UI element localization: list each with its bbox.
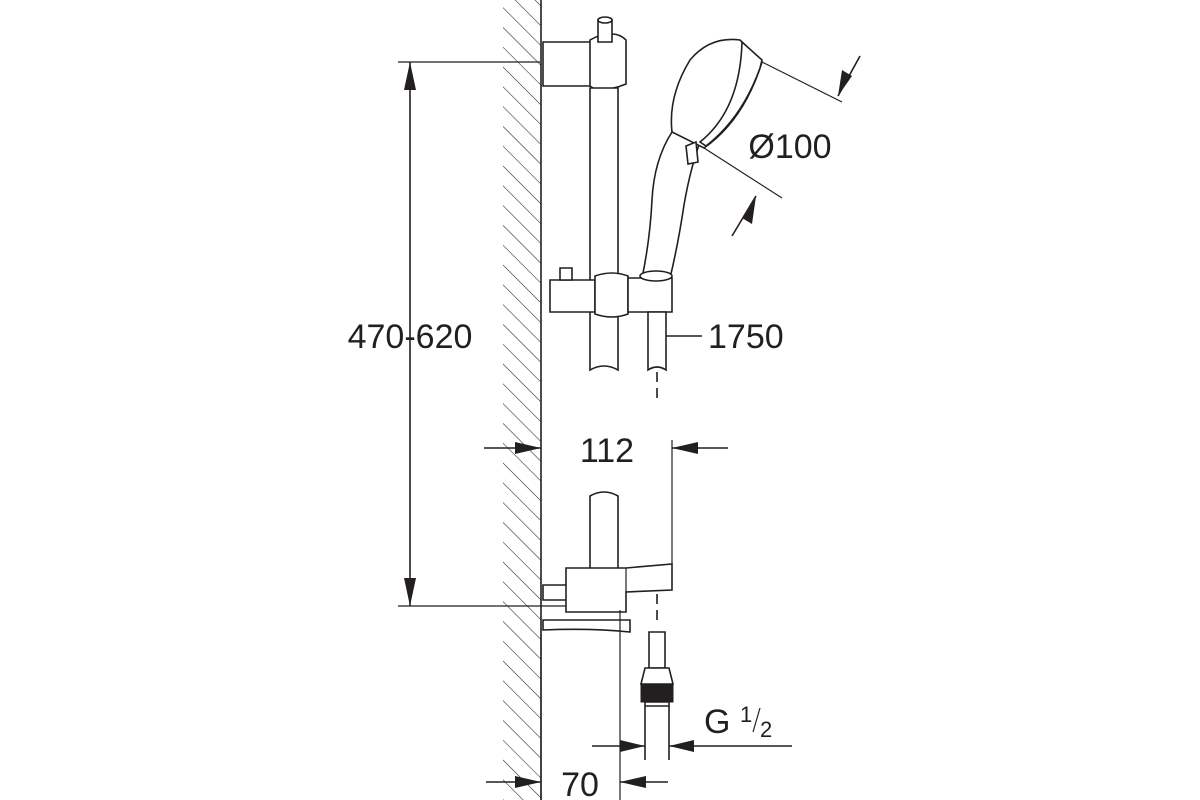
hose-connector-nut	[639, 667, 675, 685]
slider-holder	[549, 267, 673, 318]
slider-clamp	[594, 272, 629, 318]
top-bracket-plate	[542, 41, 597, 87]
bar-height-label: 470-620	[348, 318, 473, 356]
rail-upper-segment	[589, 87, 619, 372]
dimension-rail-projection: 112	[484, 432, 728, 564]
rail-projection-label: 112	[580, 432, 634, 470]
dimension-bar-height: 470-620	[348, 61, 566, 607]
hand-shower-spray-face	[698, 40, 763, 147]
hose-upper-segment	[647, 311, 667, 372]
hose	[639, 311, 675, 760]
top-bracket-stud-cap	[597, 16, 613, 24]
thread-denominator-label: 2	[760, 717, 772, 742]
thread-numerator-label: 1	[740, 702, 752, 727]
hose-knurled-nut	[640, 683, 674, 703]
dimension-hose-length: 1750	[666, 318, 784, 356]
hose-length-label: 1750	[708, 318, 784, 356]
slider-body-left	[549, 279, 596, 313]
hand-shower-handle-end	[639, 270, 673, 282]
slider-holder-head	[627, 277, 673, 313]
bottom-bracket-base	[542, 619, 631, 633]
wall-hatching	[503, 0, 541, 800]
thread-prefix-label: G	[704, 703, 730, 741]
diameter-label: Ø100	[748, 128, 831, 166]
bottom-bracket-plate	[542, 584, 569, 601]
wall	[503, 0, 542, 800]
hand-shower	[639, 38, 763, 282]
hand-shower-spray-selector	[685, 140, 699, 165]
dimension-connection-thread: G 1 2	[592, 702, 792, 752]
thread-fraction-slash	[752, 707, 761, 733]
soap-shelf	[565, 563, 673, 613]
dimension-handshower-diameter: Ø100	[703, 55, 861, 237]
hose-lower-segment	[648, 631, 666, 669]
wall-offset-label: 70	[561, 766, 599, 800]
dimension-wall-offset: 70	[486, 610, 668, 800]
slider-release-button	[559, 267, 573, 281]
